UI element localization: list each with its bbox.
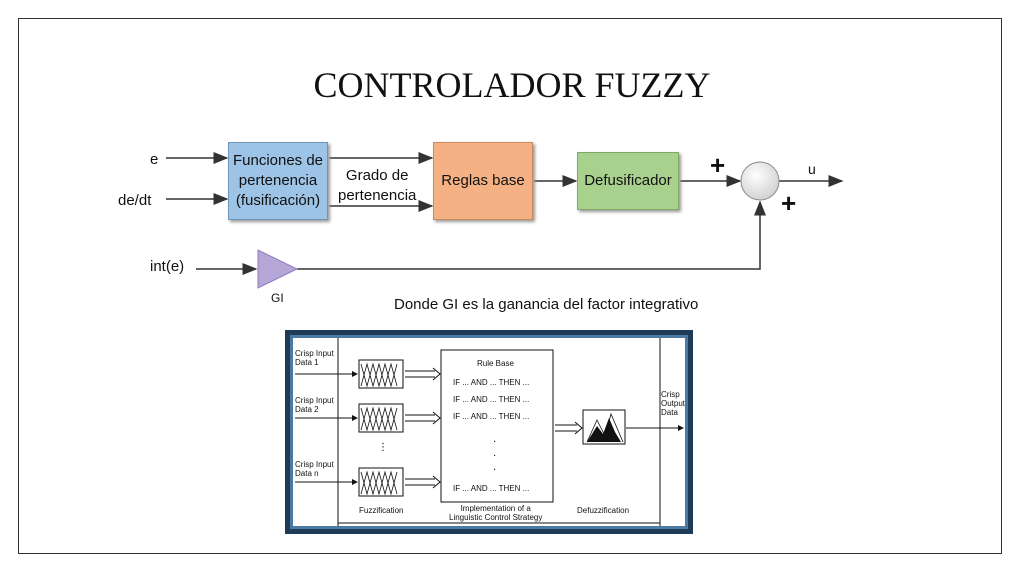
crisp-input-1: Crisp Input Data 1 (295, 349, 334, 367)
crisp-input-n: Crisp Input Data n (295, 460, 334, 478)
defuzzifier-block: Defusificador (577, 152, 679, 210)
crisp-output: Crisp Output Data (661, 390, 686, 417)
gain-triangle (257, 249, 299, 289)
footer-defuzzification: Defuzzification (577, 506, 630, 515)
slide-title: CONTROLADOR FUZZY (313, 65, 711, 105)
fuzzy-architecture-figure: ⋮ . . . Crisp Input Data 1 Crisp Input D… (285, 330, 693, 534)
sum-sign-top: + (710, 150, 726, 180)
svg-text:.: . (493, 448, 496, 459)
fuzzification-block: Funciones de pertenencia (fusificación) (228, 142, 328, 220)
mf-box-1 (358, 359, 404, 389)
rule-line-2: IF ... AND ... THEN ... (453, 395, 530, 404)
input-label-inte: int(e) (150, 258, 185, 275)
summing-junction (740, 161, 780, 201)
footer-fuzzification: Fuzzification (359, 506, 404, 515)
figure-panel: ⋮ . . . Crisp Input Data 1 Crisp Input D… (290, 335, 688, 529)
crisp-input-2: Crisp Input Data 2 (295, 396, 334, 414)
rule-line-1: IF ... AND ... THEN ... (453, 378, 530, 387)
membership-degree-label: Grado de pertenencia (338, 167, 417, 204)
defuzz-output-shape (587, 418, 621, 442)
rule-line-4: IF ... AND ... THEN ... (453, 484, 530, 493)
sum-sign-bottom: + (781, 188, 797, 218)
svg-text:.: . (493, 462, 496, 473)
gain-label: GI (271, 291, 284, 305)
footer-implementation: Implementation of a Linguistic Control S… (449, 504, 543, 522)
slide-frame (18, 18, 1002, 554)
figure-drawing: ⋮ . . . (295, 338, 684, 526)
input-label-e: e (150, 151, 159, 168)
rule-line-3: IF ... AND ... THEN ... (453, 412, 530, 421)
output-label-u: u (808, 161, 816, 177)
svg-text:⋮: ⋮ (378, 442, 388, 453)
svg-text:.: . (493, 434, 496, 445)
mf-box-n (358, 467, 404, 497)
arrow-gain-sum (297, 200, 766, 270)
input-label-dedt: de/dt (118, 192, 152, 209)
caption: Donde GI es la ganancia del factor integ… (394, 296, 699, 313)
rule-base-block: Reglas base (433, 142, 533, 220)
rule-base-title: Rule Base (477, 359, 514, 368)
mf-box-2 (358, 403, 404, 433)
